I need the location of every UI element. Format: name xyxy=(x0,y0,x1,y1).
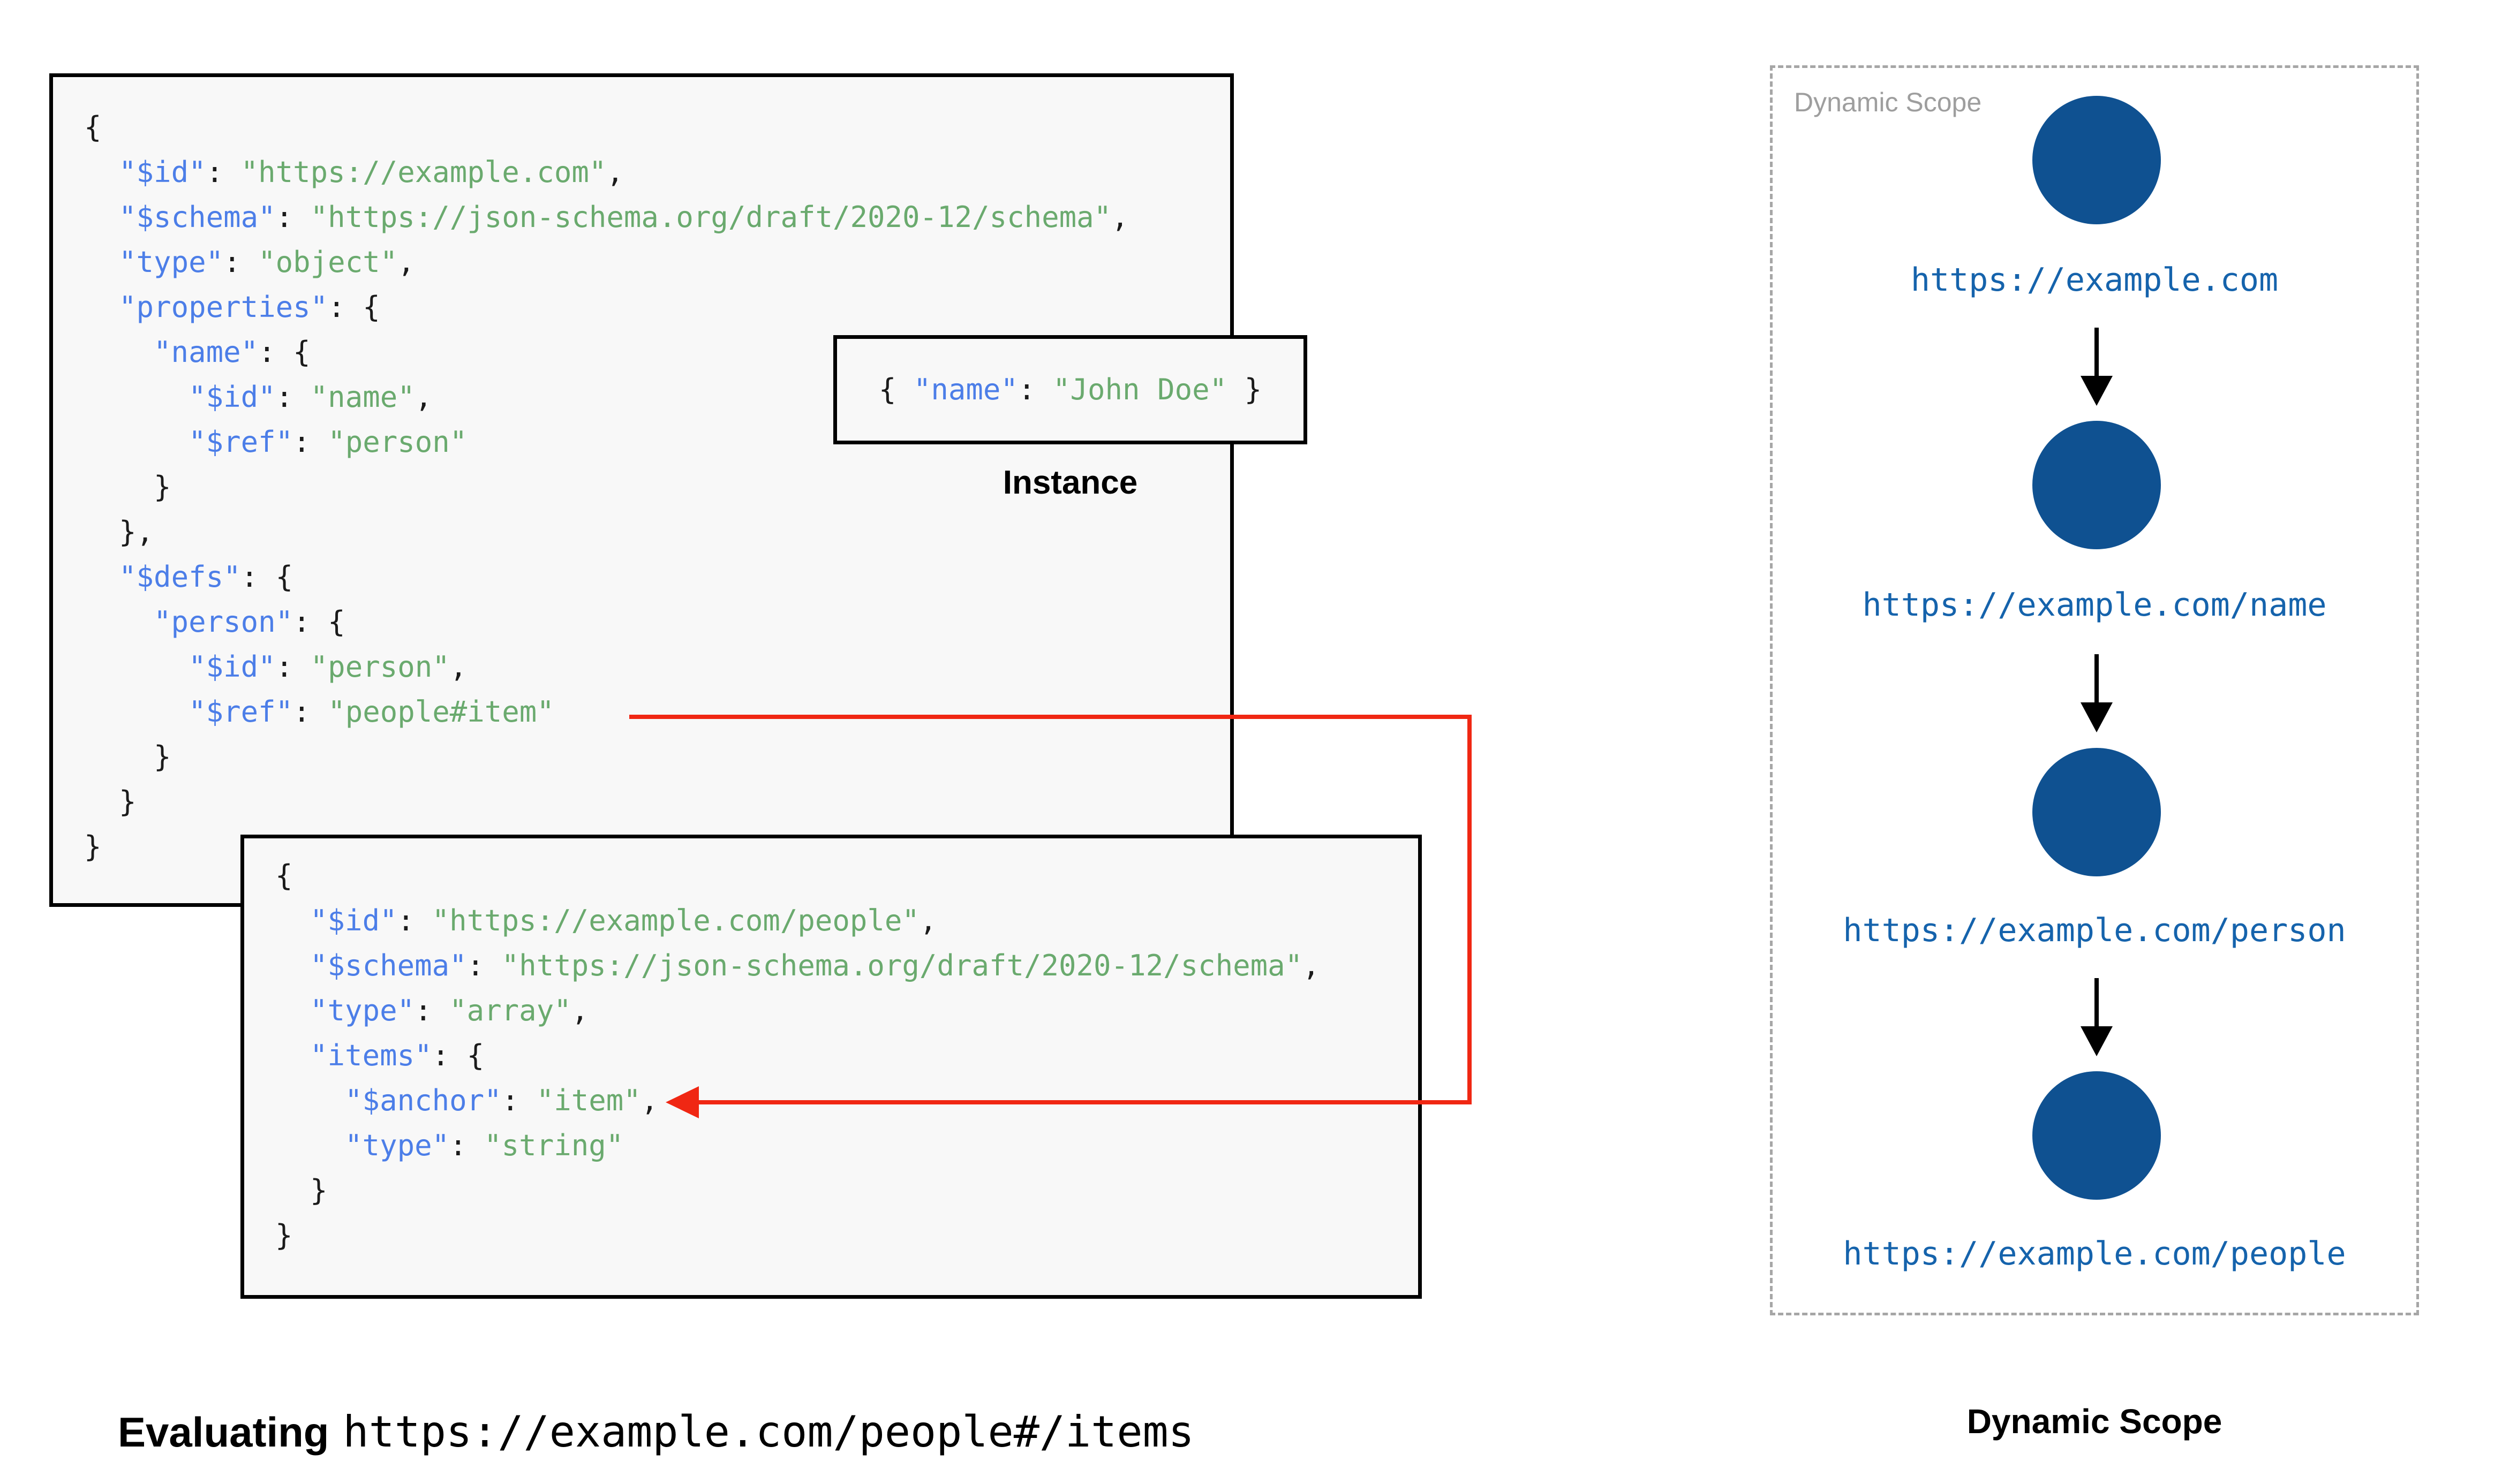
scope-node-circle xyxy=(2032,1071,2161,1200)
scope-node-uri: https://example.com/name xyxy=(1862,586,2327,624)
scope-node-circle xyxy=(2032,748,2161,876)
instance-code: { "name": "John Doe" } xyxy=(878,373,1262,406)
down-arrow-icon xyxy=(2081,1026,2113,1056)
evaluating-prefix: Evaluating xyxy=(118,1409,329,1456)
scope-node-circle xyxy=(2032,96,2161,224)
scope-node-uri: https://example.com/people xyxy=(1843,1235,2346,1273)
schema2-box: { "$id": "https://example.com/people", "… xyxy=(240,835,1422,1299)
scope-node-circle xyxy=(2032,421,2161,549)
down-arrow-icon xyxy=(2081,702,2113,732)
dynamic-scope-panel xyxy=(1770,65,2419,1315)
ref-arrow-segment-vertical xyxy=(1467,715,1472,1104)
schema1-box: { "$id": "https://example.com", "$schema… xyxy=(49,73,1234,907)
schema2-code: { "$id": "https://example.com/people", "… xyxy=(275,859,1320,1252)
instance-box: { "name": "John Doe" } xyxy=(833,335,1307,444)
schema1-code: { "$id": "https://example.com", "$schema… xyxy=(84,110,1129,864)
evaluating-uri: https://example.com/people#/items xyxy=(343,1407,1194,1457)
down-arrow-icon xyxy=(2081,376,2113,406)
ref-arrow-segment-horizontal-bottom xyxy=(699,1100,1472,1104)
ref-arrow-segment-horizontal-top xyxy=(629,715,1472,719)
ref-arrowhead-icon xyxy=(666,1086,699,1118)
down-arrow-stem xyxy=(2094,978,2099,1027)
down-arrow-stem xyxy=(2094,328,2099,377)
dynamic-scope-caption: Dynamic Scope xyxy=(1966,1402,2222,1441)
down-arrow-stem xyxy=(2094,654,2099,703)
scope-node-uri: https://example.com/person xyxy=(1843,912,2346,949)
evaluating-caption: Evaluating https://example.com/people#/it… xyxy=(118,1407,1194,1457)
dynamic-scope-panel-label: Dynamic Scope xyxy=(1794,87,1982,117)
scope-node-uri: https://example.com xyxy=(1910,261,2279,299)
instance-label: Instance xyxy=(1003,464,1138,501)
